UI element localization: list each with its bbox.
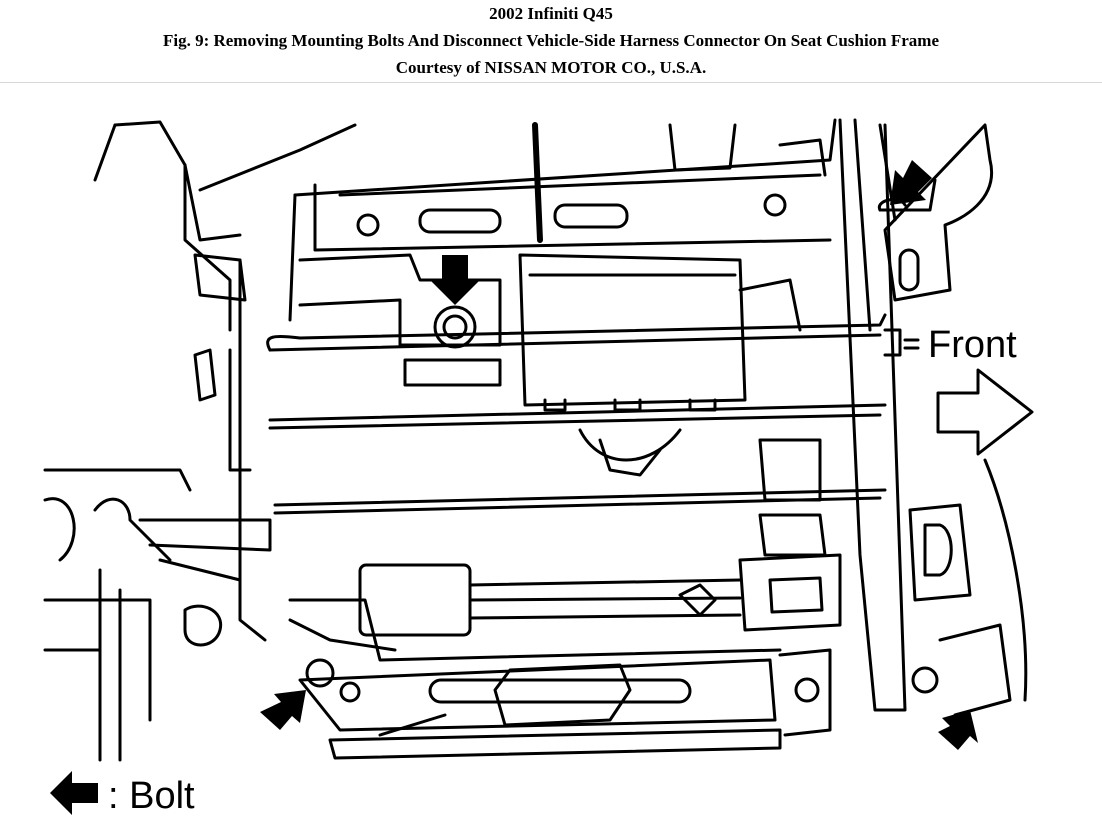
lower-connector bbox=[493, 663, 632, 727]
legend-label: : Bolt bbox=[108, 775, 195, 817]
harness-connector bbox=[578, 428, 842, 632]
bolt-arrow-top-right-icon bbox=[890, 160, 932, 205]
top-bolt bbox=[433, 305, 477, 349]
figure-title: 2002 Infiniti Q45 bbox=[489, 4, 613, 23]
figure-caption: Fig. 9: Removing Mounting Bolts And Disc… bbox=[162, 31, 940, 50]
bolt-arrow-bottom-left-icon bbox=[260, 690, 306, 730]
bolt-arrow-bottom-right-icon bbox=[938, 710, 978, 750]
center-bracket bbox=[298, 253, 502, 387]
figure-header: 2002 Infiniti Q45 Fig. 9: Removing Mount… bbox=[0, 0, 1102, 83]
bolt-arrow-top-icon bbox=[430, 255, 480, 305]
upper-frame bbox=[288, 118, 837, 322]
front-arrow-icon bbox=[883, 328, 1034, 456]
legend-arrow-icon bbox=[50, 771, 98, 815]
front-label: Front bbox=[928, 324, 1017, 366]
lower-rail bbox=[288, 563, 939, 760]
seat-wires bbox=[266, 313, 887, 515]
seat-frame-diagram: Front : Bolt bbox=[0, 84, 1102, 835]
left-seat-structure bbox=[43, 120, 357, 762]
figure-courtesy: Courtesy of NISSAN MOTOR CO., U.S.A. bbox=[395, 58, 707, 77]
right-rails bbox=[838, 118, 1028, 717]
